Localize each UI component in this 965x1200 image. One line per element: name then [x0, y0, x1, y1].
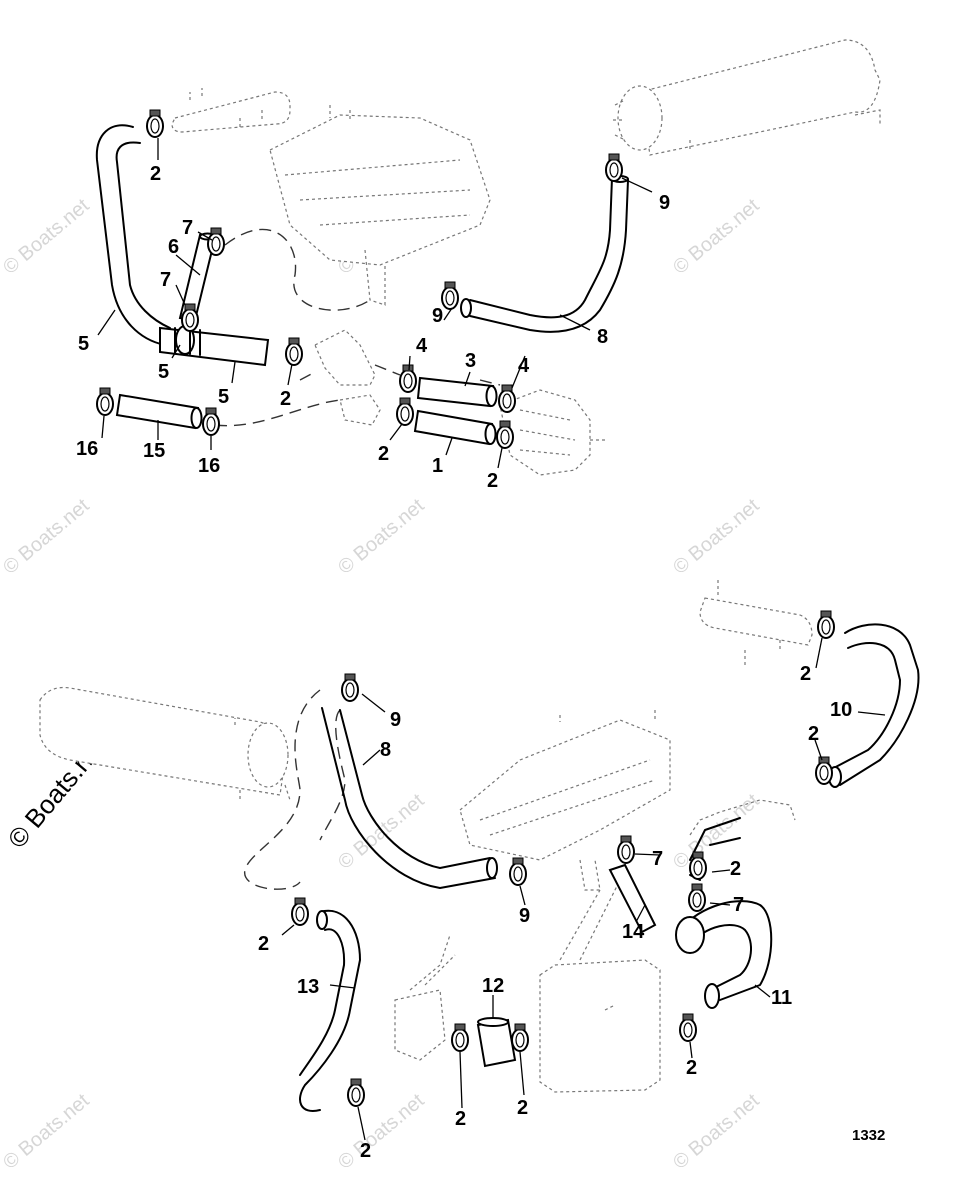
callout-9: 9	[659, 192, 670, 214]
callout-15: 15	[143, 440, 165, 462]
callout-16: 16	[198, 455, 220, 477]
watermark-text: © Boats.net	[0, 1089, 94, 1173]
watermark-text: © Boats.net	[669, 789, 764, 873]
cooler-top-left	[171, 88, 291, 133]
callout-12: 12	[482, 975, 504, 997]
callout-2: 2	[258, 933, 269, 955]
callout-2: 2	[455, 1108, 466, 1130]
fittings-top	[314, 329, 381, 426]
callout-7: 7	[160, 269, 171, 291]
callout-4: 4	[518, 355, 530, 377]
top-assembly: 2 9 7 6 7 9 8 5 5 5 2 4 3 4 2 1 2 16 15 …	[76, 39, 881, 492]
callout-11: 11	[771, 987, 792, 1009]
callout-8: 8	[380, 739, 391, 761]
callout-13: 13	[297, 976, 319, 998]
watermark-text: © Boats.net	[0, 494, 94, 578]
callout-5: 5	[158, 361, 169, 383]
heat-exchanger-bottom	[539, 879, 661, 1093]
callout-9: 9	[390, 709, 401, 731]
callout-7: 7	[733, 894, 744, 916]
callout-10: 10	[830, 699, 852, 721]
callout-2: 2	[800, 663, 811, 685]
watermark-text: © Boats.net	[334, 1089, 429, 1173]
callout-4: 4	[416, 335, 428, 357]
pump-top	[499, 389, 605, 476]
watermark-text: © Boats.net	[669, 194, 764, 278]
callout-9: 9	[519, 905, 530, 927]
bottom-assembly: 2 10 9 8 2 7 2 7 14 9 2 13 12 11 2 2 2 2	[39, 580, 920, 1162]
callout-3: 3	[465, 350, 476, 372]
callout-2: 2	[730, 858, 741, 880]
manifold-bottom	[459, 710, 671, 891]
manifold-top	[269, 105, 491, 306]
watermark-text: © Boats.net	[0, 194, 94, 278]
callout-9: 9	[432, 305, 443, 327]
callout-5: 5	[78, 333, 89, 355]
callout-2: 2	[487, 470, 498, 492]
callout-7: 7	[652, 848, 663, 870]
callout-2: 2	[280, 388, 291, 410]
watermark-text: © Boats.net	[669, 494, 764, 578]
callout-2: 2	[378, 443, 389, 465]
callout-2: 2	[808, 723, 819, 745]
thermostat-housing	[394, 934, 456, 1061]
callout-2: 2	[150, 163, 161, 185]
watermark-text: © Boats.net	[334, 494, 429, 578]
cooler-bottom-right	[699, 580, 813, 665]
cooler-bottom-left	[39, 686, 291, 801]
callout-6: 6	[168, 236, 179, 258]
callout-7: 7	[182, 217, 193, 239]
callout-14: 14	[622, 921, 645, 943]
callout-2: 2	[686, 1057, 697, 1079]
callout-2: 2	[517, 1097, 528, 1119]
watermark-text: © Boats.net	[669, 1089, 764, 1173]
callout-1: 1	[432, 455, 443, 477]
callout-5: 5	[218, 386, 229, 408]
cooler-top-right	[613, 39, 881, 156]
callout-16: 16	[76, 438, 98, 460]
figure-number: 1332	[852, 1127, 885, 1144]
callout-2: 2	[360, 1140, 371, 1162]
callout-8: 8	[597, 326, 608, 348]
